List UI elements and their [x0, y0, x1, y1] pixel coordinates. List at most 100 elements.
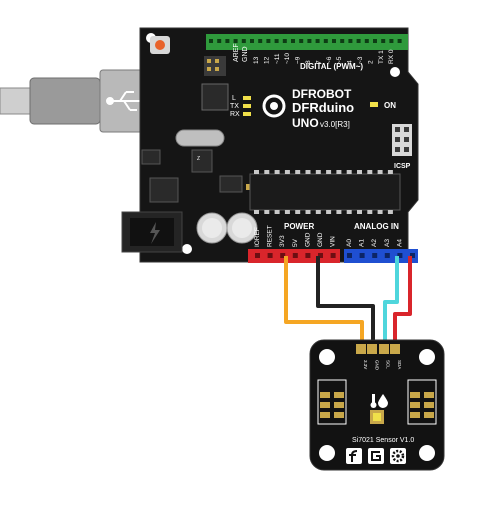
sensor-title: Si7021 Sensor V1.0 — [352, 437, 414, 444]
gnd-wire — [316, 256, 375, 352]
scl-wire — [383, 256, 399, 352]
header-socket — [274, 39, 279, 43]
power-pin-label: IOREF — [254, 227, 261, 247]
header-socket — [209, 39, 213, 43]
sensor-pin-label: GND — [374, 360, 379, 371]
sensor-pin-label: 3.3V — [363, 360, 368, 369]
digital-pin-label: ~11 — [274, 53, 281, 64]
analog-socket — [384, 253, 390, 258]
l-label: L — [232, 95, 236, 102]
power-pin-label: GND — [317, 232, 324, 247]
svg-text:Z: Z — [197, 156, 200, 162]
analog-pin-label: A0 — [346, 239, 353, 247]
digital-pin-label: ~6 — [326, 56, 333, 64]
header-socket — [266, 39, 271, 43]
analog-pin-label: A4 — [396, 239, 403, 247]
header-socket — [332, 39, 336, 43]
brand-line1: DFROBOT — [292, 87, 352, 101]
usb-chip — [201, 83, 229, 111]
si7021-sensor-module: 3.3V GND SCL SDA Si7021 Sensor V1.0 — [309, 339, 445, 471]
aref-label: AREF — [233, 43, 240, 62]
tx-label: TX — [230, 103, 239, 110]
power-pin-label: 3V3 — [279, 235, 286, 247]
power-socket — [255, 253, 260, 258]
analog-socket — [410, 253, 415, 258]
digital-pin-label: 4 — [347, 60, 354, 64]
rx-label: RX — [230, 111, 240, 118]
power-pin-label: 5V — [292, 238, 299, 247]
power-socket — [280, 253, 286, 258]
header-socket — [364, 39, 369, 43]
digital-pin-label: ~5 — [336, 56, 343, 64]
header-socket — [323, 39, 328, 43]
sensor-pin-label: SDA — [397, 360, 402, 369]
header-socket — [307, 39, 312, 43]
usb-cable — [0, 69, 157, 133]
dfrobot-sensor-logo-icon — [346, 448, 362, 464]
digital-pin-label: TX 1 — [378, 50, 385, 64]
icsp-header — [392, 124, 412, 156]
gnd-top-label: GND — [242, 46, 249, 62]
header-socket — [397, 39, 402, 43]
analog-socket — [372, 253, 378, 258]
header-socket — [315, 39, 320, 43]
digital-pin-label: 7 — [315, 60, 322, 64]
analog-pin-label: A1 — [359, 239, 366, 247]
atmega-chip — [249, 170, 401, 214]
header-socket — [225, 39, 230, 43]
droplet-icon — [378, 394, 388, 408]
gravity-logo-icon — [368, 448, 384, 464]
power-socket — [305, 253, 311, 258]
header-socket — [291, 39, 295, 43]
dfrobot-logo-icon — [262, 94, 286, 118]
analog-pin-label: A2 — [371, 239, 378, 247]
digital-pin-label: 8 — [305, 60, 312, 64]
power-jack — [121, 211, 183, 253]
header-socket — [241, 39, 246, 43]
gear-icon — [390, 448, 406, 464]
header-socket — [250, 39, 254, 43]
header-socket — [299, 39, 304, 43]
vcc-wire — [284, 256, 364, 352]
analog-socket — [359, 253, 365, 258]
sda-wire — [393, 256, 412, 352]
header-socket — [340, 39, 345, 43]
digital-pin-label: ~3 — [357, 56, 364, 64]
icsp-label: ICSP — [394, 163, 411, 170]
model-label: UNO — [292, 116, 319, 130]
digital-pin-label: RX 0 — [388, 49, 395, 64]
digital-pin-label: 13 — [253, 56, 260, 64]
digital-pin-label: 12 — [263, 56, 270, 64]
power-pin-label: RESET — [267, 225, 274, 247]
analog-socket — [347, 253, 352, 258]
power-header — [248, 249, 340, 263]
analog-pin-label: A5 — [409, 239, 416, 247]
analog-pin-label: A3 — [384, 239, 391, 247]
header-socket — [258, 39, 263, 43]
digital-header — [206, 34, 408, 50]
crystal-oscillator — [175, 129, 225, 147]
analog-label: ANALOG IN — [354, 222, 399, 231]
header-socket — [389, 39, 394, 43]
power-socket — [267, 253, 273, 258]
digital-pin-label: 2 — [367, 60, 374, 64]
header-socket — [217, 39, 222, 43]
header-socket — [282, 39, 287, 43]
analog-socket — [397, 253, 403, 258]
power-label: POWER — [284, 222, 314, 231]
power-socket — [330, 253, 336, 258]
power-socket — [292, 253, 298, 258]
sensor-pin-label: SCL — [386, 360, 391, 369]
thermometer-icon — [370, 394, 377, 408]
header-socket — [233, 39, 238, 43]
on-label: ON — [384, 101, 396, 110]
header-socket — [356, 39, 361, 43]
version-label: v3.0[R3] — [320, 120, 350, 129]
brand-line2: DFRduino — [292, 100, 354, 115]
header-socket — [348, 39, 353, 43]
power-socket — [318, 253, 323, 258]
header-socket — [381, 39, 386, 43]
wires — [284, 256, 412, 352]
digital-pin-label: ~10 — [284, 53, 291, 64]
